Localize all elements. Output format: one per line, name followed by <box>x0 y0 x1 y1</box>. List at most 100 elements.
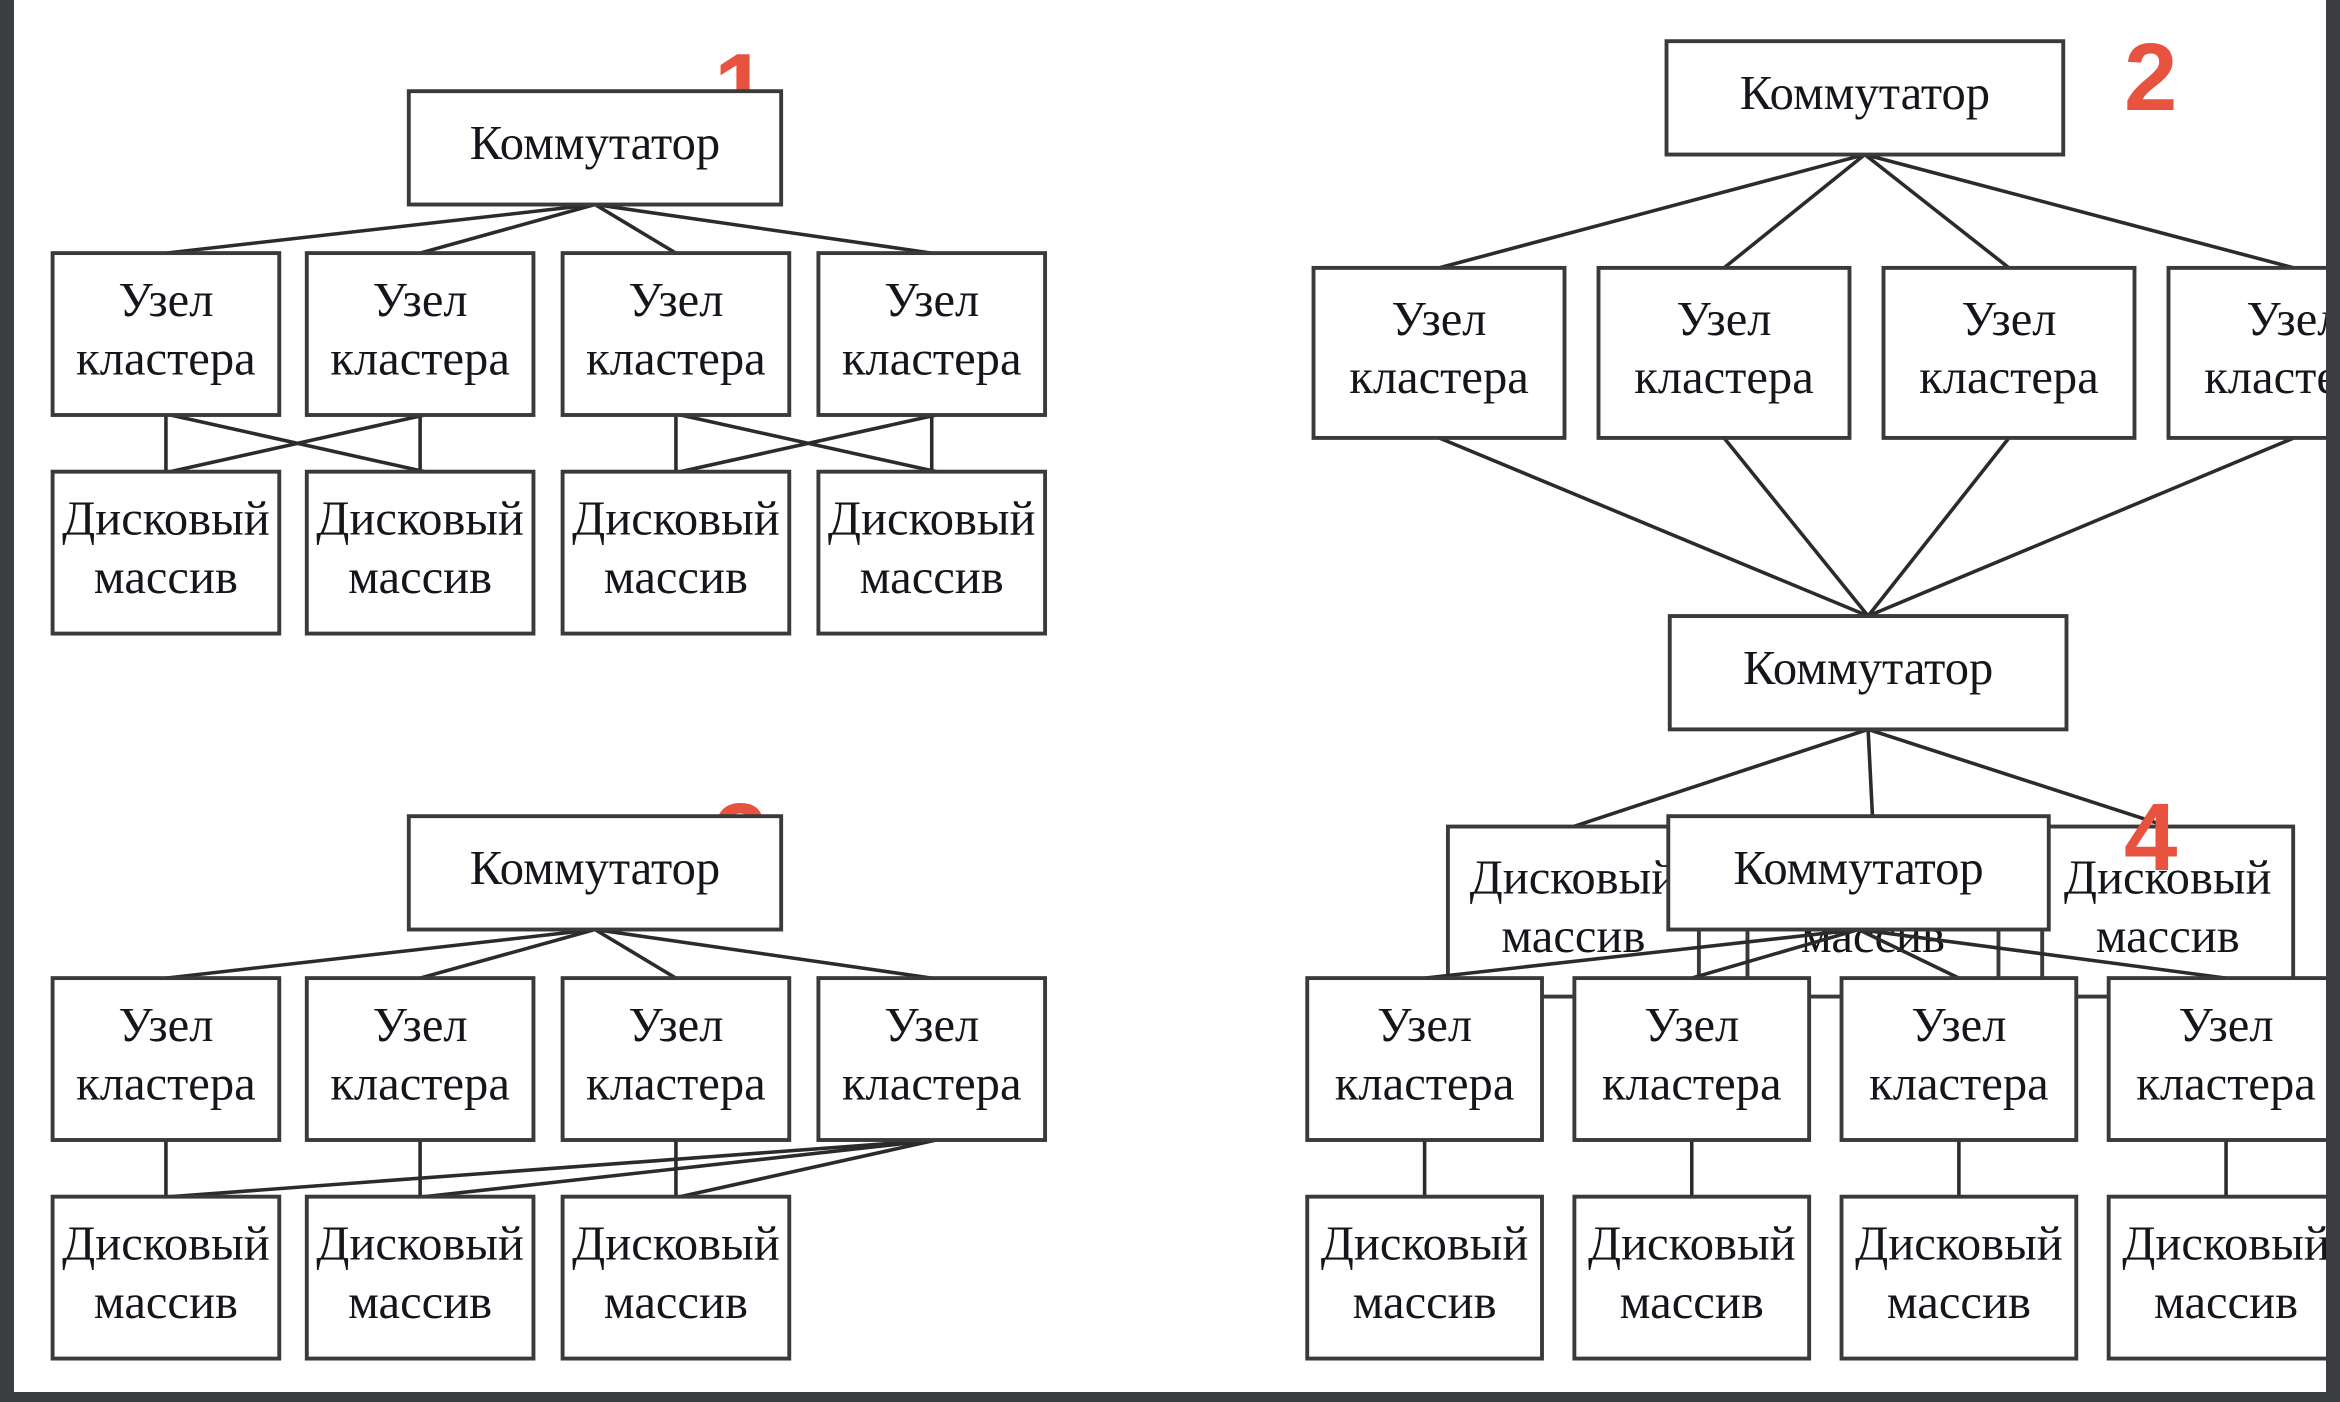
disk-array-box-rect <box>1445 824 1701 999</box>
edge-sw1-n3 <box>1863 153 2011 270</box>
disk-array-box-label: массив <box>94 550 238 604</box>
switch-box[interactable]: Коммутатор <box>1666 814 2051 932</box>
edge-sw2-d1 <box>1572 727 1869 829</box>
switch-box[interactable]: Коммутатор <box>406 89 784 207</box>
cluster-node-box-rect <box>304 976 536 1142</box>
cluster-node-box-label: Узел <box>373 273 468 327</box>
edge-n3-sw2 <box>1866 436 2011 618</box>
edge-layer <box>1438 152 2295 829</box>
switch-box[interactable]: Коммутатор <box>1664 39 2066 157</box>
cluster-node-box-label: Узел <box>118 273 213 327</box>
cluster-node-box-label: кластера <box>1919 350 2099 404</box>
cluster-node-box-rect <box>50 976 282 1142</box>
cluster-node-box-label: Узел <box>1377 998 1472 1052</box>
cluster-node-box-label: кластера <box>1335 1056 1515 1110</box>
cluster-node-box-rect <box>1596 265 1852 440</box>
disk-array-box-label: массив <box>1887 1275 2031 1329</box>
disk-array-box-label: Дисковый <box>2064 851 2272 905</box>
diagram-svg-1: КоммутаторУзелкластераУзелкластераУзелкл… <box>50 89 1048 636</box>
cluster-node-box-rect <box>1839 976 2079 1142</box>
cluster-node-box-label: Узел <box>884 998 979 1052</box>
cluster-node-box-label: Узел <box>1391 292 1486 346</box>
box-layer: КоммутаторУзелкластераУзелкластераУзелкл… <box>1305 814 2340 1361</box>
edge-n4-d3 <box>680 413 937 474</box>
cluster-node-box-rect <box>816 251 1048 417</box>
edge-sw1-n1 <box>1438 152 1866 270</box>
cluster-node-box-label: кластера <box>1349 350 1529 404</box>
cluster-node-box-label: кластера <box>842 1056 1022 1110</box>
disk-array-box-rect <box>560 1194 792 1361</box>
disk-array-box-rect <box>560 469 792 636</box>
disk-array-box-label: Дисковый <box>572 492 780 546</box>
cluster-node-box-label: Узел <box>628 998 723 1052</box>
disk-array-box-label: массив <box>860 550 1004 604</box>
cluster-node-box-label: Узел <box>1644 998 1739 1052</box>
cluster-node-box-rect <box>1305 976 1544 1142</box>
disk-array-box-rect <box>1572 1194 1812 1361</box>
cluster-node-box-rect <box>1572 976 1812 1142</box>
cluster-node-box-label: Узел <box>1961 292 2056 346</box>
cluster-node-box-rect <box>816 976 1048 1142</box>
disk-array-box-label: Дисковый <box>62 1217 270 1271</box>
disk-array-box-label: массив <box>1620 1275 1764 1329</box>
disk-array-box-rect <box>50 1194 282 1361</box>
edge-sw1-n2 <box>1722 153 1866 270</box>
cluster-node-box-label: кластера <box>76 1056 256 1110</box>
edge-sw2-d3 <box>1867 727 2169 829</box>
diagram-svg-4: КоммутаторУзелкластераУзелкластераУзелкл… <box>1305 814 2340 1361</box>
edge-sw2-d2 <box>1866 729 1875 827</box>
disk-array-box-label: Дисковый <box>1855 1217 2063 1271</box>
cluster-node-box-label: Узел <box>2179 998 2274 1052</box>
disk-array-box-label: Дисковый <box>2122 1217 2330 1271</box>
disk-array-box-label: Дисковый <box>572 1217 780 1271</box>
edge-sw1-n4 <box>594 202 932 255</box>
switch-box[interactable]: Коммутатор <box>1667 614 2069 732</box>
switch-box[interactable]: Коммутатор <box>406 814 784 932</box>
disk-array-box-rect <box>1305 1194 1544 1361</box>
edge-n4-d1 <box>170 1138 937 1199</box>
cluster-node-box-label: кластера <box>1602 1056 1782 1110</box>
cluster-node-box-rect <box>1881 265 2137 440</box>
cluster-node-box-label: кластера <box>2204 350 2340 404</box>
cluster-node-box-label: Узел <box>1676 292 1771 346</box>
disk-array-box-label: массив <box>604 550 748 604</box>
edge-sw1-n4 <box>1864 152 2295 270</box>
disk-array-box-label: массив <box>348 1275 492 1329</box>
disk-array-box-label: Дисковый <box>1321 1217 1529 1271</box>
switch-box-rect <box>406 89 784 207</box>
disk-array-box-label: массив <box>2154 1275 2298 1329</box>
cluster-node-box-label: кластера <box>330 331 510 385</box>
disk-array-box-label: массив <box>2096 909 2240 963</box>
